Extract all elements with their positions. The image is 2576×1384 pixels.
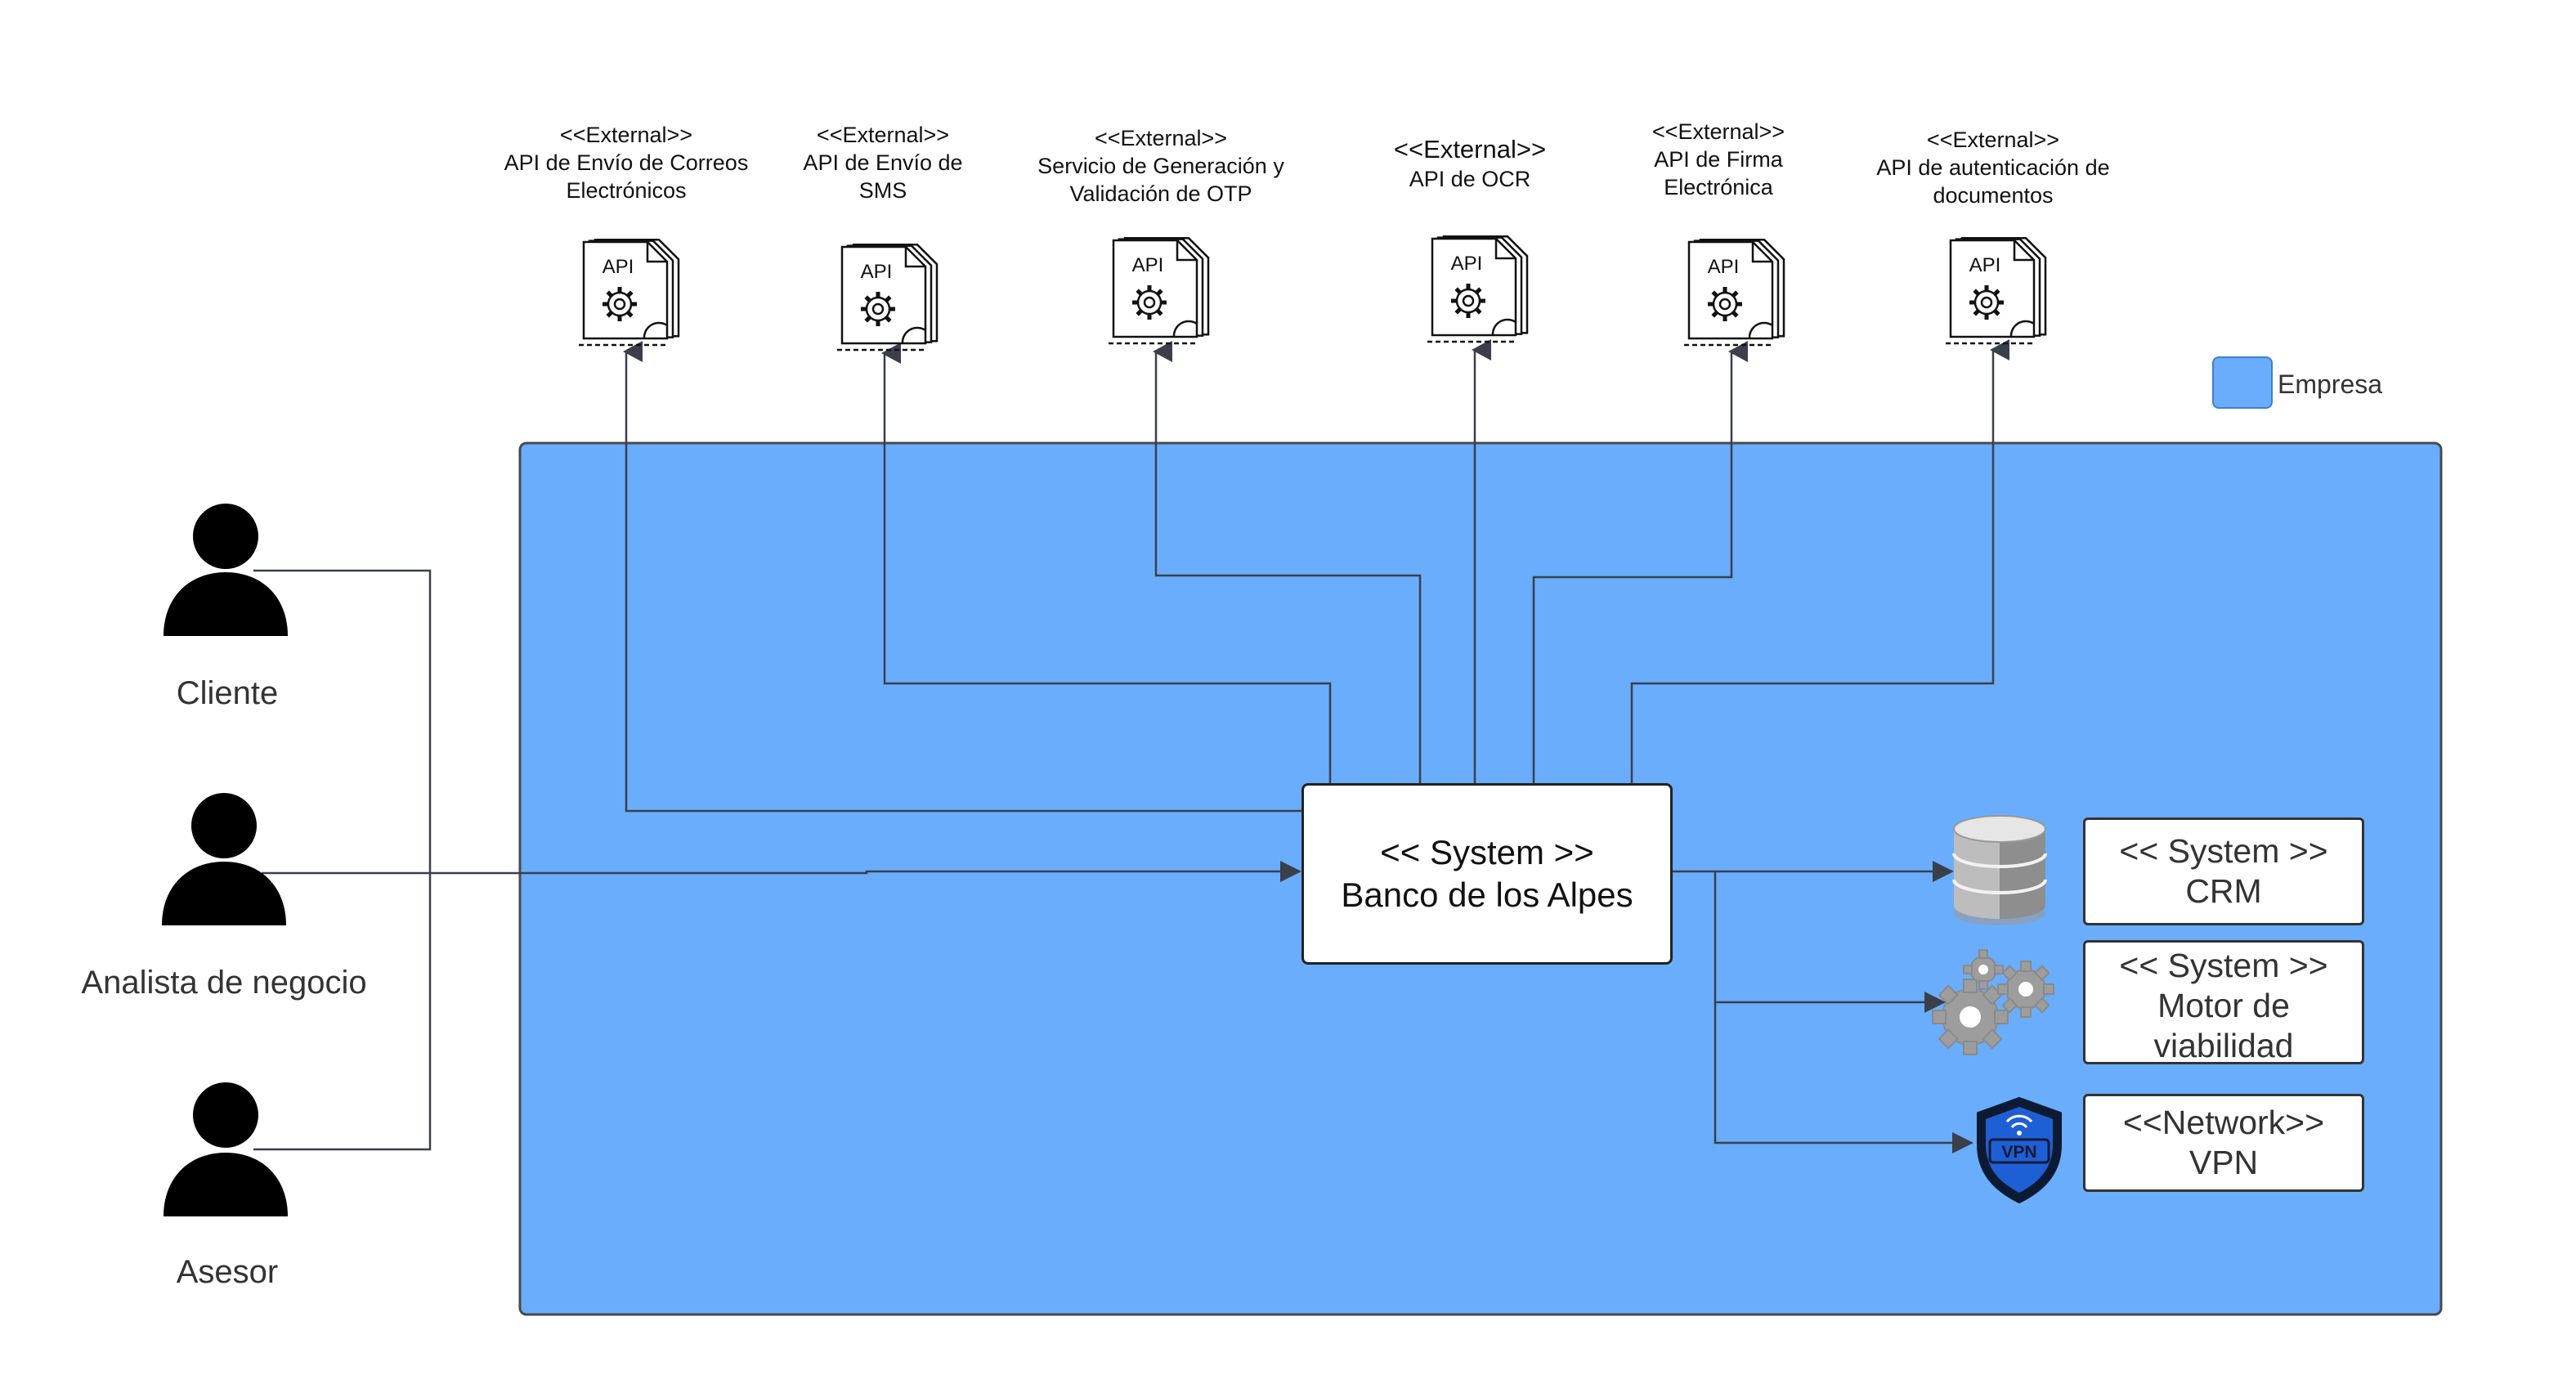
gears-icon (1932, 949, 2054, 1055)
actor-cliente-icon (164, 504, 288, 636)
subsystem-crm-box[interactable]: << System >> CRM (2083, 817, 2364, 925)
label-line: SMS (858, 178, 907, 203)
external-api-2-label: <<External>> API de Envío de SMS (803, 121, 962, 204)
main-system-stereotype: << System >> (1380, 833, 1594, 871)
main-system-box[interactable]: << System >> Banco de los Alpes (1301, 783, 1673, 965)
api-icon-text: API (1451, 253, 1483, 275)
actor-asesor-icon (164, 1082, 288, 1216)
api-icon-text: API (1132, 254, 1164, 276)
api-document-icon: API (1684, 238, 1785, 347)
label-line: API de Firma (1654, 147, 1783, 172)
connector-api-6 (1630, 339, 2009, 783)
gear-icon (1451, 284, 1485, 318)
label-line: API de Envío de (803, 150, 963, 175)
external-api-6-label: <<External>> API de autenticación de doc… (1876, 126, 2109, 209)
label-line: API de OCR (1409, 167, 1531, 191)
api-icons: API API API API API API (579, 235, 2047, 352)
external-api-4-label: <<External>> API de OCR (1394, 134, 1546, 193)
api-icon-text: API (861, 261, 893, 283)
connector-api-3 (1153, 341, 1422, 783)
connector-api-2 (881, 343, 1332, 783)
legend-swatch (2212, 356, 2273, 409)
stereotype: <<External>> (1393, 135, 1547, 163)
api-document-icon: API (1109, 236, 1210, 345)
label-line: Electrónicos (566, 178, 687, 203)
database-icon (1952, 815, 2047, 925)
subsystem-name: Motor de (2157, 987, 2290, 1024)
subsystem-name: viabilidad (2153, 1027, 2294, 1064)
vpn-icon-text: VPN (2001, 1143, 2036, 1162)
actor-connectors (253, 569, 1301, 1151)
subsystem-name: CRM (2185, 872, 2262, 910)
gear-icon (1132, 285, 1167, 320)
api-icon-text: API (1708, 256, 1740, 278)
external-api-1-label: <<External>> API de Envío de Correos Ele… (504, 121, 749, 204)
stereotype: <<External>> (1926, 128, 2060, 152)
label-line: API de Envío de Correos (504, 150, 749, 175)
api-document-icon: API (837, 243, 939, 352)
api-icon-text: API (1969, 254, 2001, 276)
connector-api-1 (623, 341, 1301, 813)
connector-api-5 (1532, 341, 1748, 783)
api-connectors (623, 339, 2009, 813)
label-line: documentos (1933, 183, 2054, 208)
subsystem-name: VPN (2188, 1144, 2259, 1181)
label-line: Electrónica (1664, 175, 1773, 199)
external-api-5-label: <<External>> API de Firma Electrónica (1652, 118, 1785, 201)
legend-label: Empresa (2278, 370, 2383, 399)
label-line: API de autenticación de (1876, 155, 2110, 180)
subsystem-motor-box[interactable]: << System >> Motor de viabilidad (2083, 940, 2364, 1064)
stereotype: <<External>> (816, 123, 950, 147)
gear-icon (1708, 287, 1742, 321)
subsystem-connectors (1668, 861, 1973, 1153)
stereotype: <<External>> (559, 123, 693, 147)
actor-to-system-arrow (262, 861, 1301, 882)
api-icon-text: API (603, 256, 634, 278)
actor-analista-icon (162, 793, 286, 925)
stereotype: <<External>> (1651, 119, 1785, 144)
subsystem-stereotype: << System >> (2119, 947, 2328, 984)
gear-icon (1969, 285, 2004, 320)
external-api-3-label: <<External>> Servicio de Generación y Va… (1037, 124, 1284, 208)
subsystem-stereotype: << System >> (2119, 832, 2328, 870)
subsystem-stereotype: <<Network>> (2122, 1104, 2325, 1141)
actor-analista-label: Analista de negocio (81, 965, 367, 1001)
gear-icon (603, 287, 637, 321)
gear-icon (861, 292, 895, 326)
actor-asesor-label: Asesor (176, 1254, 279, 1290)
api-document-icon: API (1427, 235, 1529, 343)
subsystem-vpn-box[interactable]: <<Network>> VPN (2083, 1094, 2364, 1192)
label-line: Validación de OTP (1069, 181, 1252, 206)
vpn-shield-icon: VPN (1977, 1096, 2062, 1204)
main-system-name: Banco de los Alpes (1341, 876, 1633, 914)
label-line: Servicio de Generación y (1037, 154, 1284, 178)
api-document-icon: API (1946, 236, 2047, 345)
stereotype: <<External>> (1094, 126, 1228, 150)
api-document-icon: API (579, 238, 680, 347)
connector-vpn (1714, 1002, 1973, 1153)
actor-cliente-label: Cliente (176, 675, 279, 711)
